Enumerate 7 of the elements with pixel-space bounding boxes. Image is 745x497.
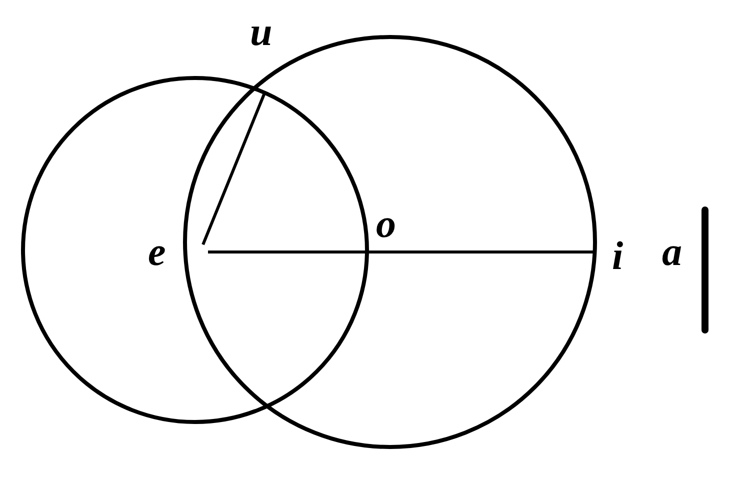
line-segment xyxy=(202,91,266,246)
point-label: u xyxy=(250,12,272,52)
line-segment xyxy=(208,250,594,254)
point-label: i xyxy=(612,236,624,276)
segment-label: a xyxy=(662,232,682,272)
point-label: e xyxy=(148,232,166,272)
point-label: o xyxy=(376,204,396,244)
